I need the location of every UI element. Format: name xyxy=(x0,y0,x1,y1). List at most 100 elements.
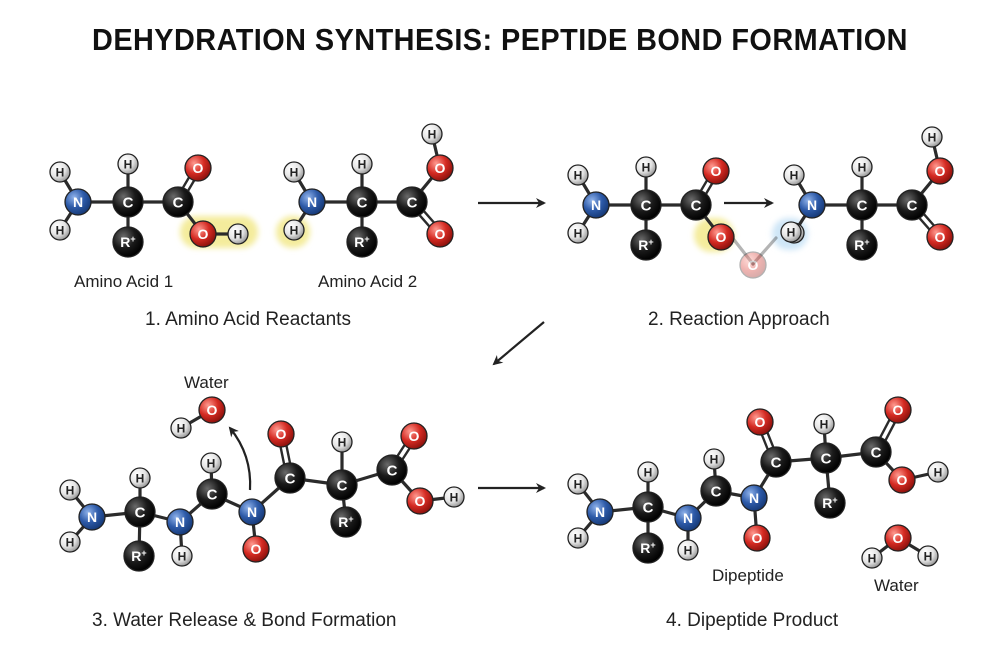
oxygen-atom: O xyxy=(400,422,428,450)
hydrogen-atom: H xyxy=(567,164,589,186)
svg-text:C: C xyxy=(641,197,652,214)
svg-text:C: C xyxy=(771,454,782,471)
hydrogen-atom: H xyxy=(637,461,659,483)
nitrogen-atom: N xyxy=(586,498,614,526)
svg-text:O: O xyxy=(207,402,218,418)
svg-text:H: H xyxy=(710,452,719,466)
svg-text:H: H xyxy=(234,227,243,241)
hydrogen-atom: H xyxy=(567,527,589,549)
svg-text:H: H xyxy=(177,421,186,435)
svg-text:H: H xyxy=(66,483,75,497)
svg-text:C: C xyxy=(135,504,146,521)
hydrogen-atom: H xyxy=(851,156,873,178)
svg-text:O: O xyxy=(435,160,446,176)
svg-text:C: C xyxy=(207,486,218,503)
svg-text:N: N xyxy=(683,510,693,526)
r-group-atom: R+ xyxy=(814,487,846,519)
svg-text:N: N xyxy=(749,490,759,506)
svg-text:H: H xyxy=(787,225,796,239)
oxygen-atom: O xyxy=(426,154,454,182)
nitrogen-atom: N xyxy=(78,503,106,531)
svg-text:C: C xyxy=(337,477,348,494)
nitrogen-atom: N xyxy=(798,191,826,219)
nitrogen-atom: N xyxy=(740,484,768,512)
svg-text:H: H xyxy=(290,165,299,179)
panel-3-caption: 3. Water Release & Bond Formation xyxy=(92,610,397,631)
svg-text:C: C xyxy=(123,194,134,211)
oxygen-atom: O xyxy=(406,487,434,515)
water-release-arrow xyxy=(228,426,252,491)
water-label-panel-4: Water xyxy=(874,576,919,595)
hydrogen-atom: H xyxy=(783,164,805,186)
hydrogen-atom: H xyxy=(703,448,725,470)
svg-text:O: O xyxy=(409,428,420,444)
svg-text:O: O xyxy=(251,541,262,557)
carbon-atom: C xyxy=(376,454,408,486)
hydrogen-atom: H xyxy=(567,222,589,244)
r-group-atom: R+ xyxy=(346,226,378,258)
hydrogen-atom: H xyxy=(171,545,193,567)
oxygen-atom: O xyxy=(189,220,217,248)
svg-text:C: C xyxy=(907,197,918,214)
svg-text:H: H xyxy=(790,168,799,182)
nitrogen-atom: N xyxy=(166,508,194,536)
carbon-atom: C xyxy=(632,491,664,523)
svg-text:O: O xyxy=(711,163,722,179)
panel-2-caption: 2. Reaction Approach xyxy=(648,309,830,330)
oxygen-atom: O xyxy=(743,524,771,552)
hydrogen-atom: H xyxy=(421,123,443,145)
svg-text:N: N xyxy=(595,504,605,520)
hydrogen-atom: H xyxy=(677,539,699,561)
reaction-arrow xyxy=(492,321,545,366)
carbon-atom: C xyxy=(162,186,194,218)
svg-text:H: H xyxy=(358,157,367,171)
svg-text:H: H xyxy=(136,471,145,485)
hydrogen-atom: H xyxy=(49,161,71,183)
nitrogen-atom: N xyxy=(64,188,92,216)
svg-text:H: H xyxy=(684,543,693,557)
oxygen-atom: O xyxy=(884,396,912,424)
carbon-atom: C xyxy=(860,436,892,468)
hydrogen-atom: H xyxy=(283,219,305,241)
svg-text:H: H xyxy=(574,531,583,545)
oxygen-atom: O xyxy=(888,466,916,494)
hydrogen-atom: H xyxy=(861,547,883,569)
svg-text:N: N xyxy=(87,509,97,525)
svg-text:N: N xyxy=(591,197,601,213)
carbon-atom: C xyxy=(196,478,228,510)
r-group-atom: R+ xyxy=(112,226,144,258)
svg-text:H: H xyxy=(642,160,651,174)
dipeptide-label: Dipeptide xyxy=(712,566,784,585)
hydrogen-atom: H xyxy=(443,486,465,508)
hydrogen-atom: H xyxy=(567,473,589,495)
svg-text:O: O xyxy=(198,226,209,242)
oxygen-atom: O xyxy=(746,408,774,436)
hydrogen-atom: H xyxy=(117,153,139,175)
oxygen-atom: O xyxy=(707,223,735,251)
oxygen-atom: O xyxy=(926,223,954,251)
hydrogen-atom: H xyxy=(49,219,71,241)
svg-text:O: O xyxy=(893,402,904,418)
panel-1-caption: 1. Amino Acid Reactants xyxy=(145,309,351,330)
svg-text:N: N xyxy=(807,197,817,213)
svg-text:O: O xyxy=(897,472,908,488)
carbon-atom: C xyxy=(326,469,358,501)
svg-text:O: O xyxy=(935,229,946,245)
svg-text:H: H xyxy=(644,465,653,479)
oxygen-atom: O xyxy=(884,524,912,552)
svg-text:O: O xyxy=(752,530,763,546)
nitrogen-atom: N xyxy=(238,498,266,526)
svg-text:N: N xyxy=(247,504,257,520)
r-group-atom: R+ xyxy=(330,506,362,538)
oxygen-atom: O xyxy=(702,157,730,185)
svg-text:C: C xyxy=(821,450,832,467)
carbon-atom: C xyxy=(112,186,144,218)
hydrogen-atom: H xyxy=(283,161,305,183)
svg-text:C: C xyxy=(387,462,398,479)
panel-4-caption: 4. Dipeptide Product xyxy=(666,610,839,631)
carbon-atom: C xyxy=(396,186,428,218)
hydrogen-atom: H xyxy=(59,531,81,553)
svg-text:H: H xyxy=(207,456,216,470)
svg-text:H: H xyxy=(338,435,347,449)
svg-text:C: C xyxy=(285,470,296,487)
